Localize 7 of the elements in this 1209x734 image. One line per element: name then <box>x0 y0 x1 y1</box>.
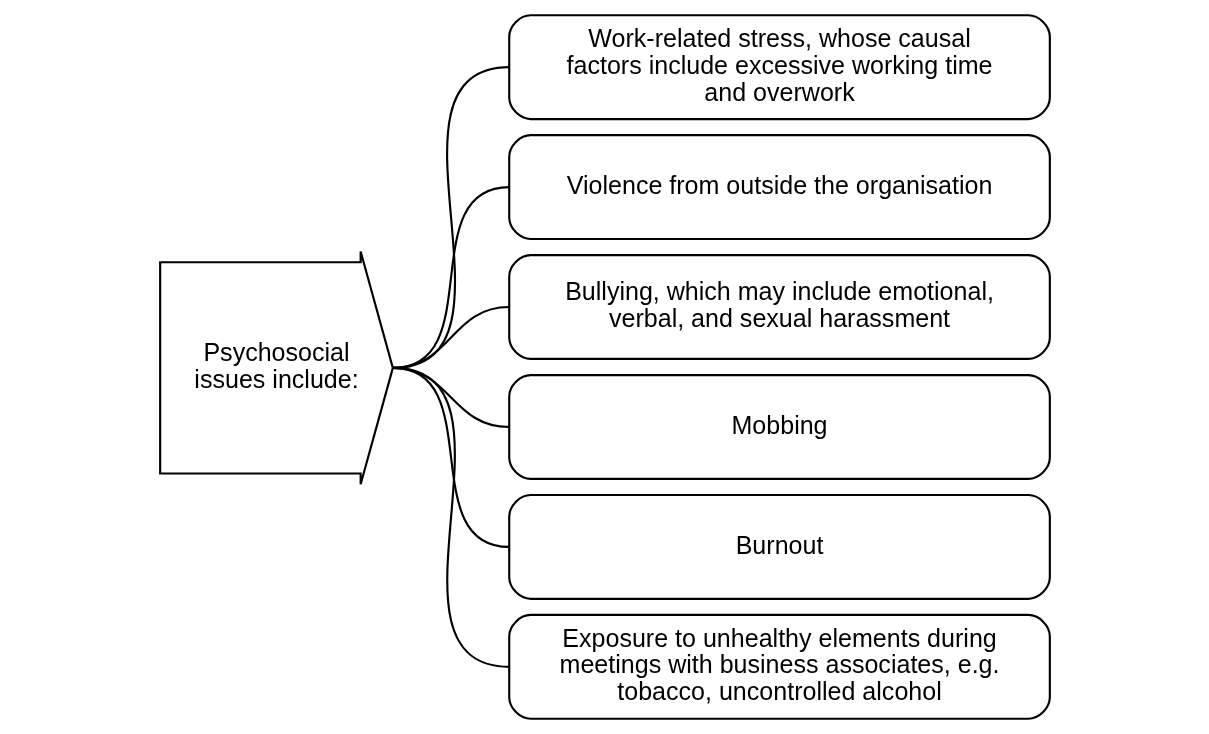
connector <box>392 366 509 668</box>
node-box: Mobbing <box>507 374 1051 480</box>
node-box: Violence from outside the organisation <box>507 134 1051 241</box>
node-box: Bullying, which may include emotional, verbal, and sexual harassment <box>507 254 1051 360</box>
node-box: Exposure to unhealthy elements during meetings with business associates, e.g. tobacco, uncontrolled alcohol <box>507 613 1051 720</box>
node-box: Burnout <box>507 493 1051 600</box>
node-box: Work-related stress, whose causal factors include excessive working time and overwork <box>507 14 1051 121</box>
